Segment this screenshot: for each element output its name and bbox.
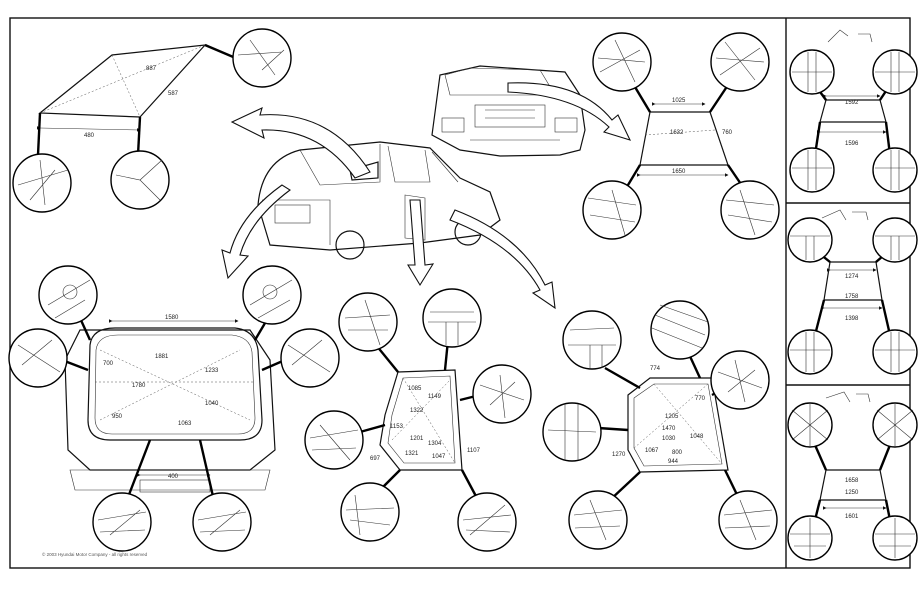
side-panel-3-icon: [825, 391, 871, 403]
windshield-outline: [639, 111, 729, 166]
vehicle-front-view: [431, 65, 586, 157]
sp2-dim-0: 1274: [845, 274, 859, 280]
rear-door-dim-5: 1201: [410, 436, 424, 442]
front-door-dim-8: 944: [668, 459, 679, 465]
windshield-dim-2: 760: [722, 130, 733, 136]
hatch-glass: [87, 327, 263, 441]
rear-door-dim-9: 1107: [467, 448, 481, 454]
rear-door-dim-4: 1304: [428, 441, 442, 447]
rear-door-dim-3: 1153: [390, 424, 404, 430]
detail-circle-fd-b: [650, 300, 710, 360]
hatch-dim-4: 1233: [205, 368, 219, 374]
rear-hatch-group: 1580 1881 700 1780 1233 950 1040 1063 40…: [8, 265, 340, 552]
detail-circle-hatch-b: [242, 265, 302, 325]
hatch-dim-8: 400: [168, 474, 179, 480]
rear-door-dim-6: 697: [370, 456, 381, 462]
front-door-dim-4: 1030: [662, 436, 676, 442]
detail-circle-hatch-a: [38, 265, 98, 325]
roof-glass-outline: [38, 44, 207, 118]
front-door-dim-6: 1270: [612, 452, 626, 458]
front-door-dim-0: 774: [650, 366, 661, 372]
detail-circle-fd-d: [542, 402, 602, 462]
rear-door-dim-1: 1149: [428, 394, 442, 400]
rear-door-group: 1085 1149 1322 1153 1304 1201 697 1047 1…: [304, 288, 532, 552]
sp3-dim-1: 1250: [845, 490, 859, 496]
detail-circle-roof-b: [12, 153, 72, 213]
hatch-body: [64, 329, 276, 471]
sp2-circle-c: [787, 329, 833, 375]
front-door-dim-7: 1067: [645, 448, 659, 454]
sp3-dim-2: 1601: [845, 514, 859, 520]
windshield-dim-3: 1650: [672, 169, 686, 175]
sp2-dim-1: 1758: [845, 294, 859, 300]
side-panel-2-icon: [821, 209, 869, 221]
windshield-dim-0: 1025: [672, 98, 686, 104]
windshield-group: 1025 1632 760 1650: [582, 32, 780, 240]
callout-arrows: [221, 82, 632, 310]
detail-circle-ws-b: [710, 32, 770, 92]
sp1-dim-1: 1596: [845, 141, 859, 147]
detail-circle-hatch-f: [192, 492, 252, 552]
rear-door-dim-2: 1322: [410, 408, 424, 414]
detail-circle-hatch-e: [92, 492, 152, 552]
vehicle-rear-view: [257, 141, 501, 260]
detail-circle-rd-b: [422, 288, 482, 348]
side-panel-1: 1592 1596: [789, 29, 918, 193]
detail-circle-ws-c: [582, 180, 642, 240]
hatch-dim-7: 1063: [178, 421, 192, 427]
detail-circle-ws-d: [720, 180, 780, 240]
rear-door-dim-0: 1085: [408, 386, 422, 392]
front-door-group: 774 770 1205 1470 1030 1048 1270 1067 94…: [542, 300, 778, 550]
hatch-dim-2: 700: [103, 361, 114, 367]
sp2-dim-2: 1398: [845, 316, 859, 322]
sp2-circle-d: [872, 329, 918, 375]
roof-dim-1: 587: [168, 91, 179, 97]
front-door-dim-2: 1205: [665, 414, 679, 420]
rear-door-dim-8: 1321: [405, 451, 419, 457]
roof-dim-0: 887: [146, 66, 157, 72]
side-panel-3: 1658 1250 1601: [787, 391, 918, 561]
sp1-dim-0: 1592: [845, 100, 859, 106]
sp2-circle-b: [872, 217, 918, 263]
roof-glass-group: 887 587 480: [12, 28, 292, 213]
sp2-circle-a: [787, 217, 833, 263]
roof-dim-2: 480: [84, 133, 95, 139]
hatch-dim-6: 1040: [205, 401, 219, 407]
sp1-circle-c: [789, 147, 835, 193]
detail-circle-ws-a: [592, 32, 652, 92]
detail-circle-rd-e: [340, 482, 400, 542]
detail-circle-fd-a: [562, 310, 622, 370]
side-panel-1-icon: [827, 29, 873, 43]
detail-circle-rd-d: [304, 410, 364, 470]
detail-circle-hatch-d: [280, 328, 340, 388]
hatch-dim-1: 1881: [155, 354, 169, 360]
front-door-dim-3: 1470: [662, 426, 676, 432]
sp3-dim-0: 1658: [845, 478, 859, 484]
side-panel-2: 1274 1758 1398: [787, 209, 918, 375]
copyright-text: © 2003 Hyundai Motor Company - all right…: [42, 551, 148, 557]
sp1-circle-d: [872, 147, 918, 193]
front-door-dim-5: 1048: [690, 434, 704, 440]
windshield-dim-1: 1632: [670, 130, 684, 136]
front-door-dim-9: 800: [672, 450, 683, 456]
front-door-dim-1: 770: [695, 396, 706, 402]
hatch-dim-0: 1580: [165, 315, 179, 321]
detail-circle-roof-a: [232, 28, 292, 88]
hatch-dim-5: 950: [112, 414, 123, 420]
front-door-frame: [627, 377, 729, 473]
rear-door-frame: [379, 369, 463, 471]
outer-frame: [9, 17, 911, 569]
rear-door-dim-7: 1047: [432, 454, 446, 460]
detail-circle-rd-a: [338, 292, 398, 352]
detail-circle-rd-f: [457, 492, 517, 552]
hatch-dim-3: 1780: [132, 383, 146, 389]
